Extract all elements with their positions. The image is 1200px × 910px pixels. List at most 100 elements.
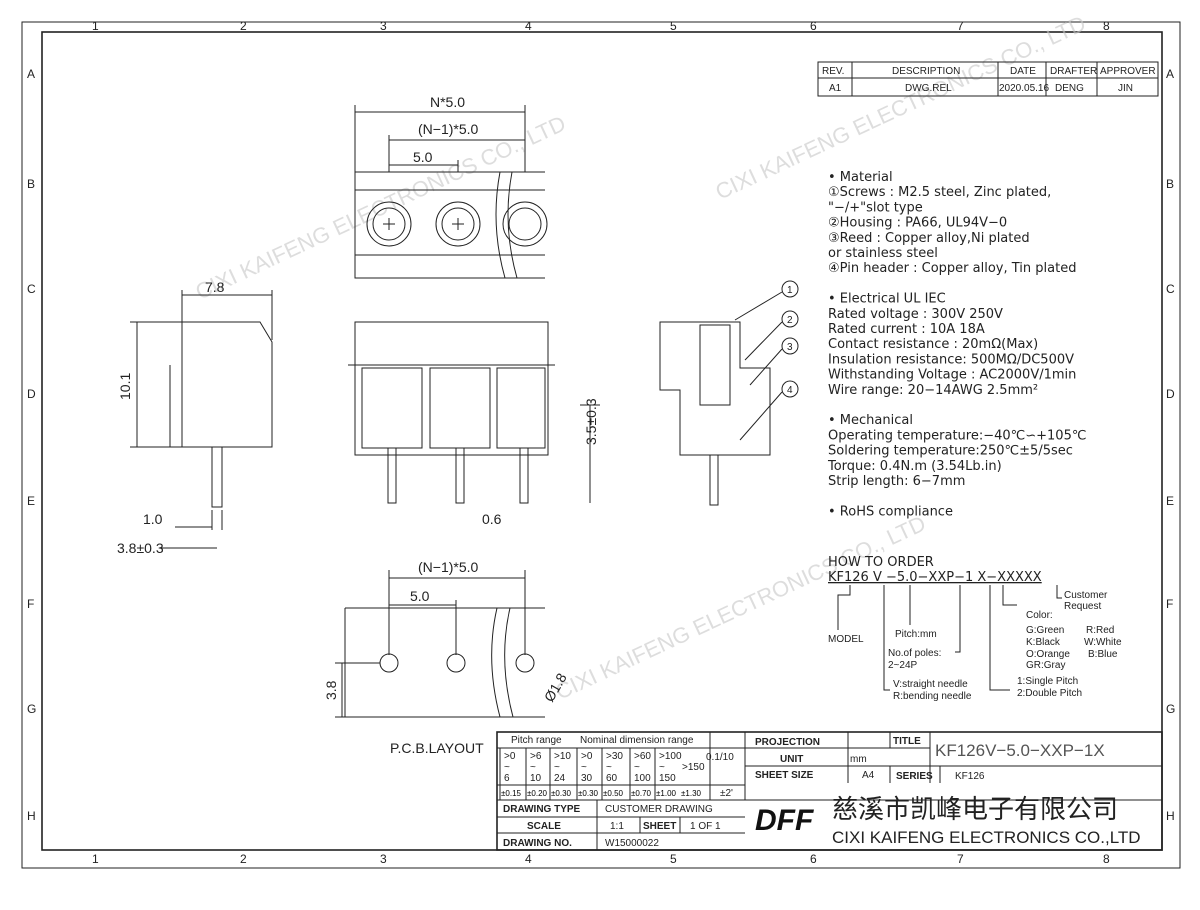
svg-text:SHEET: SHEET xyxy=(643,821,676,832)
tolerance-range: 60 xyxy=(606,773,618,784)
spec-line: Operating temperature:−40℃∽+105℃ xyxy=(828,428,1086,443)
spec-line: Withstanding Voltage : AC2000V/1min xyxy=(828,368,1076,383)
svg-text:P.C.B.LAYOUT: P.C.B.LAYOUT xyxy=(390,740,484,756)
row-label: B xyxy=(27,177,35,191)
svg-text:3: 3 xyxy=(787,342,793,353)
row-label: A xyxy=(27,67,35,81)
col-label: 3 xyxy=(380,852,387,866)
row-label: A xyxy=(1166,67,1174,81)
spec-line: • Mechanical xyxy=(828,413,913,428)
svg-text:2~24P: 2~24P xyxy=(888,660,918,671)
spec-line: or stainless steel xyxy=(828,246,938,261)
tolerance-range: 6 xyxy=(504,773,510,784)
spec-line: Soldering temperature:250℃±5/5sec xyxy=(828,444,1073,459)
svg-text:CUSTOMER DRAWING: CUSTOMER DRAWING xyxy=(605,804,713,815)
tolerance-value: ±0.70 xyxy=(631,789,652,798)
row-label: G xyxy=(1166,702,1175,716)
tolerance-range: ~ xyxy=(530,762,536,773)
spec-line: "−/+"slot type xyxy=(828,200,923,215)
top-view: N*5.0 (N−1)*5.0 5.0 xyxy=(354,94,548,279)
col-label: 1 xyxy=(92,852,99,866)
svg-text:JIN: JIN xyxy=(1118,83,1133,94)
watermark: CIXI KAIFENG ELECTRONICS CO., LTD xyxy=(552,511,930,705)
spec-line: Torque: 0.4N.m (3.54Lb.in) xyxy=(827,459,1002,474)
spec-line: Strip length: 6−7mm xyxy=(828,474,965,489)
row-label: G xyxy=(27,702,36,716)
svg-text:2:Double Pitch: 2:Double Pitch xyxy=(1017,688,1082,699)
tolerance-range: 30 xyxy=(581,773,593,784)
svg-text:DENG: DENG xyxy=(1055,83,1084,94)
row-label: E xyxy=(27,494,35,508)
svg-text:KF126: KF126 xyxy=(955,771,985,782)
tolerance-range: >10 xyxy=(554,751,571,762)
spec-line: Rated current : 10A 18A xyxy=(828,322,985,337)
tolerance-range: 24 xyxy=(554,773,566,784)
svg-text:K:Black: K:Black xyxy=(1026,637,1061,648)
spec-line: Insulation resistance: 500MΩ/DC500V xyxy=(828,352,1074,367)
watermark: CIXI KAIFENG ELECTRONICS CO., LTD xyxy=(712,11,1090,205)
col-label: 7 xyxy=(957,852,964,866)
tolerance-value: ±0.30 xyxy=(578,789,599,798)
svg-text:0.6: 0.6 xyxy=(482,511,502,527)
spec-line: ③Reed : Copper alloy,Ni plated xyxy=(828,231,1030,246)
svg-text:2020.05.16: 2020.05.16 xyxy=(999,83,1049,94)
tolerance-range: ~ xyxy=(554,762,560,773)
row-label: H xyxy=(1166,809,1175,823)
svg-text:>150: >150 xyxy=(682,762,705,773)
svg-text:DWG.REL: DWG.REL xyxy=(905,83,952,94)
svg-text:A1: A1 xyxy=(829,83,842,94)
tolerance-value: ±1.30 xyxy=(681,789,702,798)
svg-text:N*5.0: N*5.0 xyxy=(430,94,465,110)
col-label: 8 xyxy=(1103,852,1110,866)
col-label: 3 xyxy=(380,19,387,33)
spec-line: Wire range: 20−14AWG 2.5mm² xyxy=(828,383,1038,398)
svg-text:1 OF 1: 1 OF 1 xyxy=(690,821,721,832)
row-label: C xyxy=(27,282,36,296)
row-label: H xyxy=(27,809,36,823)
svg-text:SERIES: SERIES xyxy=(896,771,933,782)
svg-text:APPROVER: APPROVER xyxy=(1100,66,1156,77)
svg-text:慈溪市凯峰电子有限公司: 慈溪市凯峰电子有限公司 xyxy=(832,794,1118,824)
svg-text:DATE: DATE xyxy=(1010,66,1036,77)
svg-text:Request: Request xyxy=(1064,601,1101,612)
svg-text:HOW TO ORDER: HOW TO ORDER xyxy=(828,555,934,570)
spec-line: Rated voltage : 300V 250V xyxy=(828,307,1003,322)
svg-text:1.0: 1.0 xyxy=(143,511,163,527)
col-label: 5 xyxy=(670,19,677,33)
tolerance-range: ~ xyxy=(659,762,665,773)
side-view: 7.8 10.1 1.0 3.8±0.3 xyxy=(117,279,273,556)
col-label: 8 xyxy=(1103,19,1110,33)
col-label: 2 xyxy=(240,852,247,866)
tolerance-range: >6 xyxy=(530,751,542,762)
svg-text:5.0: 5.0 xyxy=(410,588,430,604)
tolerance-range: 10 xyxy=(530,773,542,784)
col-label: 6 xyxy=(810,19,817,33)
spec-line: ①Screws : M2.5 steel, Zinc plated, xyxy=(828,185,1051,200)
how-to-order: HOW TO ORDER KF126 V −5.0−XXP−1 X−XXXXX … xyxy=(828,555,1122,702)
col-label: 2 xyxy=(240,19,247,33)
col-label: 6 xyxy=(810,852,817,866)
svg-text:10.1: 10.1 xyxy=(117,373,133,400)
tolerance-value: ±0.30 xyxy=(551,789,572,798)
svg-text:B:Blue: B:Blue xyxy=(1088,649,1118,660)
svg-text:MODEL: MODEL xyxy=(828,634,864,645)
spec-line: ②Housing : PA66, UL94V−0 xyxy=(828,216,1007,231)
svg-text:Pitch:mm: Pitch:mm xyxy=(895,629,937,640)
row-label: B xyxy=(1166,177,1174,191)
title-block: >0~6>6~10>10~24>0~30>30~60>60~100>100~15… xyxy=(496,731,1163,851)
tolerance-range: ~ xyxy=(504,762,510,773)
tolerance-range: ~ xyxy=(634,762,640,773)
tolerance-range: >0 xyxy=(581,751,593,762)
svg-text:2: 2 xyxy=(787,315,793,326)
svg-text:±2': ±2' xyxy=(720,788,733,799)
svg-text:KF126 V −5.0−XXP−1 X−XXXXX: KF126 V −5.0−XXP−1 X−XXXXX xyxy=(828,570,1042,585)
svg-text:GR:Gray: GR:Gray xyxy=(1026,660,1065,671)
svg-text:O:Orange: O:Orange xyxy=(1026,649,1070,660)
outer-frame xyxy=(21,21,1181,869)
svg-text:TITLE: TITLE xyxy=(893,736,921,747)
svg-text:Color:: Color: xyxy=(1026,610,1053,621)
row-label: D xyxy=(1166,387,1175,401)
